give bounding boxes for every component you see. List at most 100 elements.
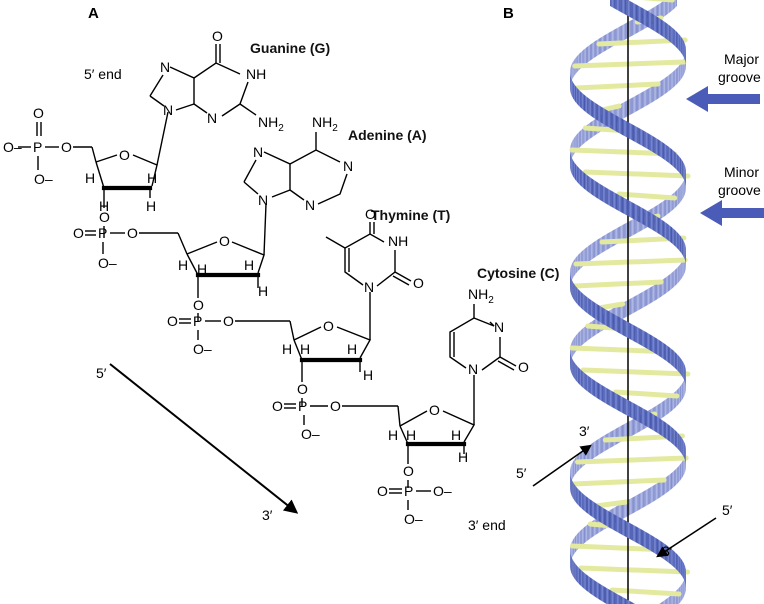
major-groove-label-2: groove — [718, 69, 761, 85]
ribbon-back-segment — [580, 128, 584, 147]
ribbon-front-segment — [679, 557, 682, 576]
ribbon-back-segment — [681, 182, 684, 201]
base-pair-rung — [573, 81, 661, 91]
ribbon-back-segment — [672, 191, 676, 210]
o-minus: O– — [34, 171, 53, 187]
o-atom: O — [403, 463, 414, 479]
helix-front-strand — [570, 0, 686, 604]
ribbon-front-segment — [629, 323, 636, 342]
ribbon-front-segment — [631, 524, 638, 543]
five-prime-end-label: 5′ end — [84, 66, 122, 82]
ribbon-front-segment — [681, 437, 684, 456]
panel-b-label: B — [503, 5, 514, 22]
strand-up-end-label: 3′ — [579, 423, 590, 439]
o-atom: O — [212, 28, 223, 44]
ribbon-front-segment — [570, 554, 572, 573]
ribbon-back-segment — [670, 0, 674, 12]
ribbon-front-segment — [644, 209, 650, 228]
ribbon-back-segment — [631, 95, 638, 114]
ribbon-front-segment — [571, 80, 574, 99]
ribbon-back-segment — [683, 578, 685, 597]
ribbon-front-segment — [608, 389, 614, 408]
ribbon-back-segment — [666, 596, 671, 604]
base-pair-rung — [593, 499, 629, 509]
ribbon-front-segment — [626, 0, 632, 18]
base-pair-rung — [613, 389, 680, 399]
ribbon-back-segment — [678, 263, 682, 282]
ribbon-back-segment — [589, 320, 594, 339]
ribbon-front-segment — [580, 491, 584, 510]
o-minus: O– — [193, 341, 212, 357]
ribbon-front-segment — [633, 203, 639, 222]
ribbon-back-segment — [645, 287, 652, 306]
ribbon-front-segment — [608, 311, 614, 330]
ribbon-back-segment — [681, 581, 684, 600]
ribbon-front-segment — [613, 314, 619, 333]
ribbon-front-segment — [583, 494, 587, 513]
ribbon-back-segment — [675, 188, 679, 207]
ribbon-front-segment — [571, 278, 573, 297]
ribbon-back-segment — [571, 263, 573, 282]
ribbon-back-segment — [663, 398, 668, 417]
ribbon-back-segment — [676, 65, 680, 84]
ribbon-back-segment — [670, 71, 674, 90]
ribbon-back-segment — [652, 83, 658, 102]
ribbon-front-segment — [652, 536, 658, 555]
ribbon-front-segment — [674, 152, 678, 171]
ribbon-front-segment — [581, 92, 585, 111]
h-atom: H — [85, 170, 95, 186]
ribbon-back-segment — [583, 47, 587, 66]
ring-o-atom: O — [323, 318, 334, 334]
ribbon-back-segment — [640, 290, 646, 309]
ribbon-front-segment — [588, 176, 593, 195]
ribbon-front-segment — [573, 83, 576, 102]
h-atom: H — [388, 427, 398, 443]
ribbon-back-segment — [626, 98, 632, 117]
strand-arrow-start-label: 5′ — [96, 365, 107, 381]
ribbon-front-segment — [584, 95, 589, 114]
ribbon-front-segment — [635, 326, 641, 345]
ring-o-atom: O — [219, 233, 230, 249]
ribbon-front-segment — [572, 482, 575, 501]
ribbon-front-segment — [615, 0, 621, 12]
ribbon-front-segment — [596, 182, 602, 201]
ribbon-front-segment — [624, 398, 630, 417]
ribbon-front-segment — [669, 347, 673, 366]
ribbon-front-segment — [622, 119, 628, 138]
ribbon-back-segment — [642, 89, 648, 108]
ribbon-front-segment — [600, 506, 605, 525]
strand-down-start-label: 5′ — [722, 502, 733, 518]
ribbon-back-segment — [574, 257, 577, 276]
ribbon-front-segment — [669, 425, 673, 444]
ribbon-front-segment — [571, 557, 573, 576]
ribbon-front-segment — [617, 116, 623, 135]
ribbon-front-segment — [660, 341, 665, 360]
ribbon-back-segment — [574, 335, 577, 354]
ribbon-back-segment — [622, 422, 628, 441]
ribbon-back-segment — [682, 380, 685, 399]
ribbon-front-segment — [677, 233, 681, 252]
ribbon-front-segment — [611, 191, 618, 210]
ribbon-back-segment — [637, 92, 643, 111]
base-pair-rung — [596, 301, 626, 311]
ribbon-front-segment — [589, 299, 594, 318]
ribbon-back-segment — [674, 389, 678, 408]
ribbon-front-segment — [598, 305, 604, 324]
ribbon-front-segment — [618, 395, 625, 414]
ribbon-front-segment — [633, 125, 639, 144]
ribbon-front-segment — [571, 158, 574, 177]
ribbon-back-segment — [577, 131, 581, 150]
ribbon-front-segment — [589, 377, 594, 396]
ribbon-front-segment — [606, 110, 612, 129]
base-pair-rung — [575, 455, 689, 465]
ribbon-back-segment — [671, 470, 675, 489]
ribbon-back-segment — [584, 524, 589, 543]
ribbon-front-segment — [581, 170, 585, 189]
p-atom: P — [404, 483, 413, 499]
ribbon-front-segment — [586, 497, 592, 516]
ribbon-front-segment — [671, 227, 675, 246]
ribbon-front-segment — [610, 512, 616, 531]
n-atom: N — [207, 110, 217, 126]
ribbon-front-segment — [624, 320, 630, 339]
ribbon-back-segment — [659, 401, 664, 420]
